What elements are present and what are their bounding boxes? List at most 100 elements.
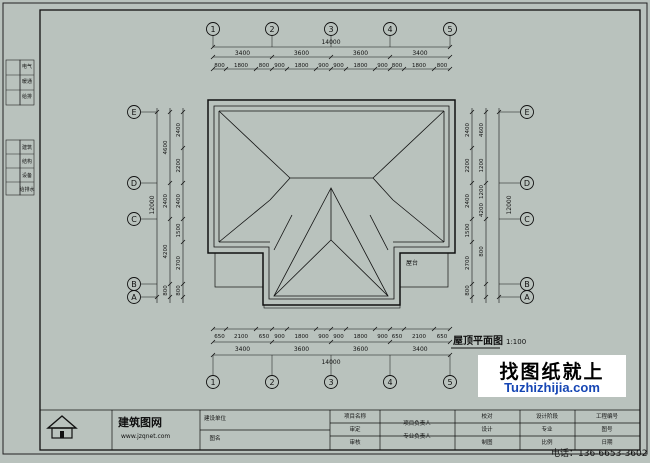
dim-tick — [284, 66, 290, 72]
dim-tick — [328, 326, 334, 332]
left-bay: 2400 — [163, 194, 169, 208]
right-bay: 1200 — [479, 185, 485, 199]
axis-bubble: E — [127, 105, 141, 119]
company-website: www.jzqnet.com — [121, 433, 170, 440]
dim-tick — [343, 326, 349, 332]
axis-bubble: A — [127, 290, 141, 304]
dim-tick — [328, 54, 334, 60]
title-block-cell: 比例 — [541, 438, 553, 446]
dim-tick — [469, 239, 475, 245]
roof-hips — [218, 110, 445, 297]
dim-tick — [469, 281, 475, 287]
sub-top: 900 — [377, 63, 388, 69]
sub-top: 1800 — [412, 63, 426, 69]
dim-tick — [253, 326, 259, 332]
axis-label: E — [131, 108, 136, 117]
sidebar-label: 给排 — [22, 93, 32, 100]
sidebar-strip — [5, 59, 35, 196]
sub-bottom: 650 — [437, 334, 448, 340]
dim-tick — [469, 109, 475, 115]
left-bay: 4200 — [163, 244, 169, 258]
left-sub: 800 — [176, 285, 182, 296]
title-block-cell: 审定 — [349, 425, 361, 433]
title-block-cell: 专业 — [541, 425, 553, 433]
dim-tick — [483, 180, 489, 186]
axis-label: D — [524, 179, 530, 188]
dim-tick — [431, 326, 437, 332]
plan-scale: 1:100 — [506, 338, 526, 346]
dim-tick — [223, 66, 229, 72]
right-sub: 2200 — [465, 158, 471, 172]
title-block — [40, 409, 640, 450]
axis-label: 3 — [328, 378, 333, 387]
sub-bottom: 900 — [333, 334, 344, 340]
dim-tick — [483, 281, 489, 287]
dim-tick — [483, 294, 489, 300]
dim-tick — [210, 339, 216, 345]
title-block-cell: 建设单位 — [204, 414, 227, 422]
axis-label: 1 — [210, 25, 215, 34]
dim-tick — [180, 281, 186, 287]
sidebar-label: 电气 — [22, 63, 32, 70]
axis-bubble: A — [520, 290, 534, 304]
sub-bottom: 900 — [318, 334, 329, 340]
dim-tick — [167, 294, 173, 300]
dim-tick — [284, 326, 290, 332]
axis-label: C — [131, 215, 137, 224]
left-terrace — [214, 252, 264, 288]
title-block-labels: 建设单位图名项目名称审定审核项目负责人专业负责人校对设计制图设计阶段专业比例工程… — [204, 412, 619, 446]
dim-tick — [167, 180, 173, 186]
right-bay: 4600 — [479, 123, 485, 137]
title-block-cell: 设计 — [481, 425, 493, 433]
title-block-cell: 日期 — [601, 439, 613, 446]
sub-bottom: 650 — [259, 334, 270, 340]
sub-top: 800 — [392, 63, 403, 69]
title-block-cell: 专业负责人 — [403, 432, 431, 440]
bay-top: 3400 — [412, 50, 427, 57]
sub-bottom: 2100 — [412, 334, 426, 340]
sub-bottom: 1800 — [295, 334, 309, 340]
dim-tick — [223, 326, 229, 332]
right-bay: 1200 — [479, 158, 485, 172]
axis-bubble: B — [520, 277, 534, 291]
sub-bottom: 1800 — [354, 334, 368, 340]
dim-tick — [210, 66, 216, 72]
sub-top: 1800 — [295, 63, 309, 69]
sub-bottom: 900 — [377, 334, 388, 340]
sub-top: 800 — [437, 63, 448, 69]
axis-bubble: 2 — [265, 375, 279, 389]
title-block-cell: 图号 — [601, 425, 613, 433]
axis-label: 5 — [447, 378, 452, 387]
dim-tick — [180, 109, 186, 115]
axis-label: 4 — [387, 25, 392, 34]
axis-bubble: 2 — [265, 22, 279, 36]
title-block-cell: 项目负责人 — [403, 419, 431, 427]
axis-bubble: D — [520, 176, 534, 190]
dim-tick — [447, 339, 453, 345]
sub-top: 800 — [214, 63, 225, 69]
sub-bottom: 900 — [274, 334, 285, 340]
phone-number: 电话：136-6653-3602 — [551, 449, 648, 459]
building-outline — [207, 99, 456, 309]
title-block-cell: 制图 — [481, 438, 493, 446]
axis-label: 5 — [447, 25, 452, 34]
dim-tick — [269, 339, 275, 345]
axis-label: 2 — [269, 378, 274, 387]
axis-bubble: B — [127, 277, 141, 291]
bay-bottom: 3600 — [294, 346, 309, 353]
left-sub: 2700 — [176, 256, 182, 270]
bay-top: 3600 — [353, 50, 368, 57]
right-sub: 2700 — [465, 256, 471, 270]
axis-label: 1 — [210, 378, 215, 387]
title-block-cell: 审核 — [349, 438, 361, 446]
title-block-cell: 设计阶段 — [536, 412, 559, 420]
bay-bottom: 3400 — [412, 346, 427, 353]
dimension-ticks — [154, 44, 502, 358]
title-block-cell: 项目名称 — [344, 412, 367, 420]
dim-tick — [180, 180, 186, 186]
dim-tick — [167, 109, 173, 115]
dim-tick — [469, 180, 475, 186]
company-name: 建筑图网 — [118, 415, 162, 429]
sub-top: 1800 — [234, 63, 248, 69]
